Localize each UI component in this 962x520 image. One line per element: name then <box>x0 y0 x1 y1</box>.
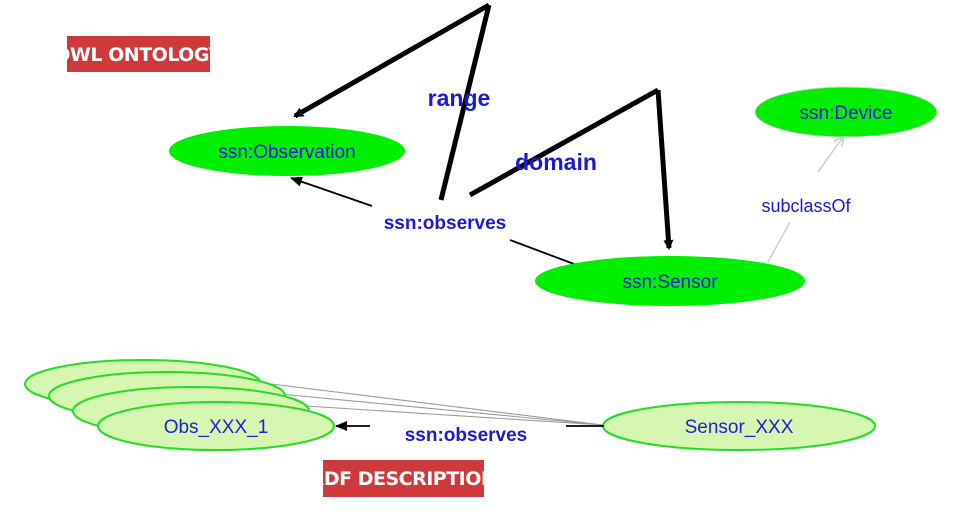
node-sensor-instance: Sensor_XXX <box>602 401 876 451</box>
rdf-description-tag: RDF DESCRIPTION <box>310 460 497 497</box>
subclass-label: subclassOf <box>761 196 851 216</box>
observes-rdf-label: ssn:observes <box>405 425 528 446</box>
domain-arrow <box>468 87 674 250</box>
subclass-arrow <box>767 137 843 263</box>
node-observation-label: ssn:Observation <box>218 142 355 163</box>
node-sensor-label: ssn:Sensor <box>622 272 718 293</box>
node-sensor-instance-label: Sensor_XXX <box>685 417 794 438</box>
rdf-instance-links <box>254 381 604 426</box>
obs-instance-stack: Obs_XXX_1 <box>24 359 335 451</box>
observes-owl-label: ssn:observes <box>384 213 507 234</box>
node-observation: ssn:Observation <box>169 126 405 176</box>
range-arrow <box>293 2 492 201</box>
owl-ontology-label: OWL ONTOLOGY <box>54 44 222 66</box>
domain-label: domain <box>515 149 597 175</box>
range-label: range <box>428 85 491 111</box>
observes-owl-arrow <box>290 176 575 265</box>
node-sensor: ssn:Sensor <box>535 256 805 306</box>
owl-ontology-tag: OWL ONTOLOGY <box>54 36 223 72</box>
rdf-description-label: RDF DESCRIPTION <box>310 468 497 490</box>
node-device-label: ssn:Device <box>800 103 893 124</box>
node-device: ssn:Device <box>754 86 938 138</box>
node-obs-instance-label: Obs_XXX_1 <box>164 417 269 438</box>
